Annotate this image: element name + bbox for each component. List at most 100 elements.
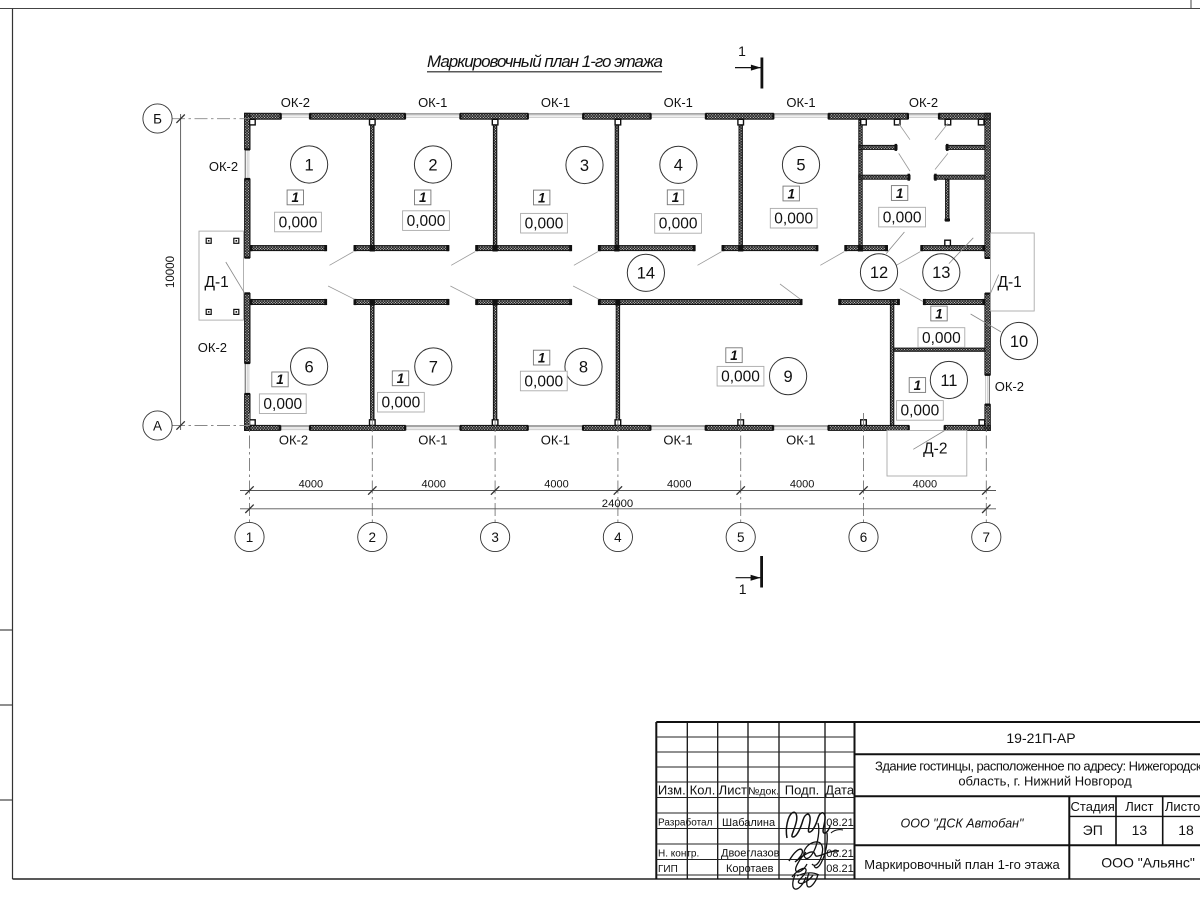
svg-text:3: 3 xyxy=(491,530,499,545)
svg-text:7: 7 xyxy=(983,530,991,545)
svg-text:ОК-1: ОК-1 xyxy=(663,432,692,447)
svg-text:9: 9 xyxy=(784,368,793,386)
svg-text:Коротаев: Коротаев xyxy=(726,863,774,875)
svg-text:Лист: Лист xyxy=(719,783,747,798)
svg-text:1: 1 xyxy=(419,190,427,205)
svg-text:Лист: Лист xyxy=(1125,799,1153,814)
svg-text:4000: 4000 xyxy=(544,478,568,490)
svg-text:Маркировочный план 1-го этажа: Маркировочный план 1-го этажа xyxy=(864,857,1060,872)
svg-text:3: 3 xyxy=(580,157,589,175)
svg-text:1: 1 xyxy=(787,186,795,201)
svg-text:0,000: 0,000 xyxy=(659,216,698,233)
svg-text:4000: 4000 xyxy=(790,478,814,490)
svg-text:Б: Б xyxy=(153,111,162,126)
svg-text:ГИП: ГИП xyxy=(658,864,678,875)
svg-text:4: 4 xyxy=(614,530,622,545)
svg-text:1: 1 xyxy=(738,43,746,59)
svg-text:Шабалина: Шабалина xyxy=(722,817,776,829)
svg-text:ОК-1: ОК-1 xyxy=(664,95,693,110)
svg-text:10: 10 xyxy=(1010,333,1028,351)
svg-text:08.21: 08.21 xyxy=(826,817,854,829)
svg-text:13: 13 xyxy=(932,264,950,282)
svg-text:4: 4 xyxy=(674,157,683,175)
svg-text:6: 6 xyxy=(860,530,868,545)
svg-text:А: А xyxy=(153,418,162,433)
svg-text:12: 12 xyxy=(870,264,888,282)
svg-text:Д-1: Д-1 xyxy=(204,274,228,291)
svg-text:13: 13 xyxy=(1132,822,1148,838)
svg-text:0,000: 0,000 xyxy=(382,395,421,412)
svg-text:ОК-1: ОК-1 xyxy=(786,432,815,447)
svg-text:1: 1 xyxy=(739,581,747,597)
svg-text:Подп.: Подп. xyxy=(785,783,820,798)
svg-text:0,000: 0,000 xyxy=(407,213,446,230)
svg-text:ОК-2: ОК-2 xyxy=(909,95,938,110)
svg-text:1: 1 xyxy=(672,190,680,205)
svg-text:ЭП: ЭП xyxy=(1083,822,1103,838)
svg-text:0,000: 0,000 xyxy=(279,214,318,231)
svg-text:1: 1 xyxy=(538,350,546,365)
svg-text:Изм.: Изм. xyxy=(658,783,686,798)
svg-text:Двоеглазов: Двоеглазов xyxy=(721,848,780,860)
svg-text:ОК-1: ОК-1 xyxy=(541,95,570,110)
svg-text:11: 11 xyxy=(940,372,957,390)
svg-text:Д-2: Д-2 xyxy=(923,440,947,457)
svg-text:Дата: Дата xyxy=(825,783,855,798)
svg-text:№док.: №док. xyxy=(748,786,779,798)
svg-text:ООО "Альянс": ООО "Альянс" xyxy=(1101,855,1195,871)
svg-text:6: 6 xyxy=(305,358,314,376)
svg-text:1: 1 xyxy=(538,190,546,205)
svg-text:1: 1 xyxy=(896,186,904,201)
svg-text:ОК-2: ОК-2 xyxy=(198,340,227,355)
svg-text:область, г. Нижний Новгород: область, г. Нижний Новгород xyxy=(958,774,1132,789)
svg-text:0,000: 0,000 xyxy=(922,330,961,347)
svg-text:ОК-1: ОК-1 xyxy=(418,432,447,447)
svg-text:4000: 4000 xyxy=(299,478,323,490)
svg-text:0,000: 0,000 xyxy=(901,403,940,420)
svg-text:10000: 10000 xyxy=(165,256,177,288)
svg-text:4000: 4000 xyxy=(913,478,937,490)
svg-text:7: 7 xyxy=(429,358,438,376)
svg-text:1: 1 xyxy=(305,156,314,174)
svg-text:2: 2 xyxy=(369,530,377,545)
svg-text:1: 1 xyxy=(397,371,405,386)
svg-text:0,000: 0,000 xyxy=(883,209,922,226)
svg-text:ОК-1: ОК-1 xyxy=(786,95,815,110)
svg-text:1: 1 xyxy=(276,372,284,387)
svg-text:ОК-2: ОК-2 xyxy=(995,379,1024,394)
svg-text:1: 1 xyxy=(730,348,738,363)
svg-text:Разработал: Разработал xyxy=(658,817,713,829)
svg-text:0,000: 0,000 xyxy=(524,373,563,390)
svg-text:ОК-2: ОК-2 xyxy=(279,432,308,447)
svg-text:Здание гостинцы, расположенное: Здание гостинцы, расположенное по адресу… xyxy=(875,759,1200,774)
svg-text:Маркировочный план 1-го этажа: Маркировочный план 1-го этажа xyxy=(427,52,663,71)
svg-text:1: 1 xyxy=(292,190,300,205)
svg-text:0,000: 0,000 xyxy=(263,396,302,413)
svg-text:14: 14 xyxy=(637,265,655,283)
svg-text:4000: 4000 xyxy=(421,478,445,490)
svg-text:24000: 24000 xyxy=(602,498,633,510)
svg-text:0,000: 0,000 xyxy=(721,369,760,386)
svg-text:8: 8 xyxy=(579,359,588,377)
svg-text:ОК-2: ОК-2 xyxy=(209,159,238,174)
svg-text:1: 1 xyxy=(246,530,254,545)
svg-text:ОК-1: ОК-1 xyxy=(418,95,447,110)
svg-text:1: 1 xyxy=(914,378,922,393)
svg-text:Стадия: Стадия xyxy=(1071,799,1115,814)
svg-text:19-21П-АР: 19-21П-АР xyxy=(1006,730,1075,746)
svg-text:0,000: 0,000 xyxy=(525,216,564,233)
svg-text:4000: 4000 xyxy=(667,478,691,490)
svg-text:1: 1 xyxy=(935,306,943,321)
svg-text:ОК-1: ОК-1 xyxy=(541,432,570,447)
svg-text:08.21: 08.21 xyxy=(826,863,854,875)
svg-text:ООО "ДСК Автобан": ООО "ДСК Автобан" xyxy=(901,817,1025,831)
svg-text:ОК-2: ОК-2 xyxy=(281,95,310,110)
svg-text:5: 5 xyxy=(737,530,745,545)
svg-text:0,000: 0,000 xyxy=(774,211,813,228)
svg-text:Листов: Листов xyxy=(1165,799,1200,814)
svg-text:Кол.: Кол. xyxy=(690,783,716,798)
svg-text:08.21: 08.21 xyxy=(826,848,854,860)
svg-text:5: 5 xyxy=(796,157,805,175)
svg-text:Н. контр.: Н. контр. xyxy=(658,849,699,860)
svg-text:18: 18 xyxy=(1178,822,1194,838)
